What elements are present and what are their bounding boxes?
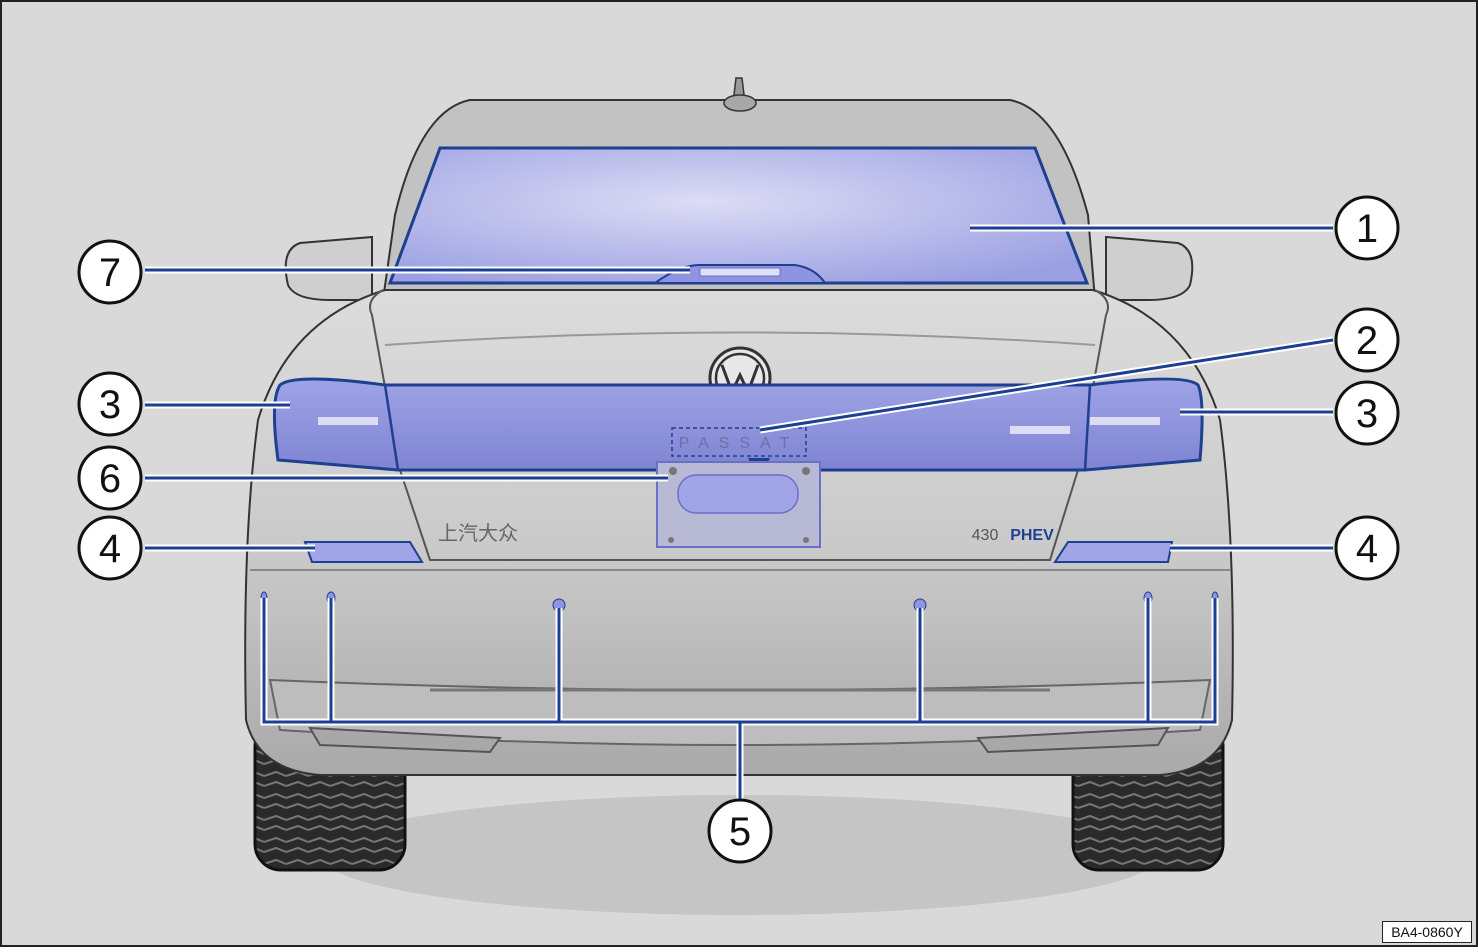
right-rear-reflector: [1053, 541, 1174, 563]
model-badge: PASSAT: [679, 435, 800, 452]
model-badge-outline: [671, 427, 807, 457]
tail-light-bar: [272, 377, 1204, 472]
svg-text:7: 7: [99, 251, 121, 295]
rear-window: [387, 146, 1090, 285]
svg-text:4: 4: [1356, 527, 1378, 571]
svg-text:4: 4: [99, 527, 121, 571]
svg-text:1: 1: [1356, 207, 1378, 251]
callout-3-left: 3: [77, 371, 143, 437]
variant-type-badge: PHEV: [1010, 527, 1054, 544]
left-rear-reflector: [303, 541, 424, 563]
trunk-lid-outline: [369, 289, 1109, 561]
variant-number-badge: 430: [972, 527, 999, 544]
callout-7: 7: [77, 239, 143, 305]
callout-5: 5: [707, 798, 773, 864]
callout-2: 2: [1334, 307, 1400, 373]
svg-text:2: 2: [1356, 319, 1378, 363]
svg-text:3: 3: [1356, 392, 1378, 436]
svg-text:5: 5: [729, 810, 751, 854]
brand-badge-cn: 上汽大众: [438, 522, 518, 545]
right-mirror: [1105, 235, 1194, 301]
svg-text:6: 6: [99, 457, 121, 501]
callout-4-left: 4: [77, 515, 143, 581]
reference-code: BA4-0860Y: [1382, 921, 1472, 943]
callout-1: 1: [1334, 195, 1400, 261]
callout-4-right: 4: [1334, 515, 1400, 581]
callout-6: 6: [77, 445, 143, 511]
leader-lines: [145, 224, 1334, 800]
svg-text:3: 3: [99, 383, 121, 427]
callout-3-right: 3: [1334, 380, 1400, 446]
